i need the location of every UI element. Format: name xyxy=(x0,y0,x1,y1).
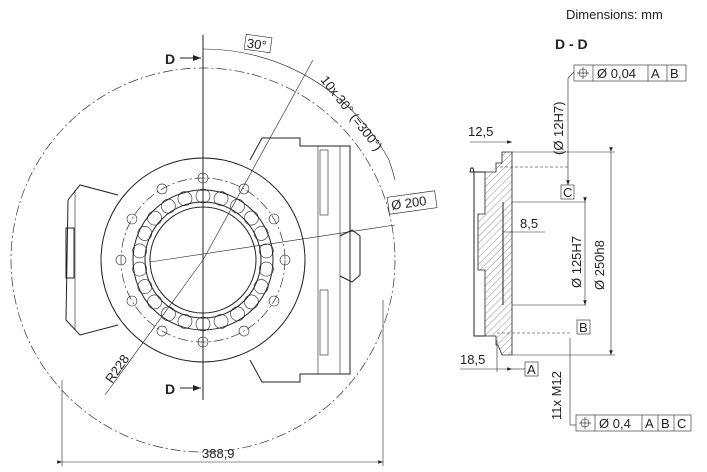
radius-leader xyxy=(104,259,204,396)
front-view: D D 30° 10x 30° (=300°) Ø 200 R228 388,9 xyxy=(10,33,438,466)
section-view: Dimensions: mm D - D Ø 250h8 Ø 125H7 12,… xyxy=(460,7,692,432)
center-bore xyxy=(149,206,257,314)
pin-diameter-label: (Ø 12H7) xyxy=(551,102,566,155)
bearing-ball xyxy=(132,243,147,259)
position-icon xyxy=(579,417,591,429)
bearing-ball xyxy=(253,279,269,294)
angle-pattern-label: 10x 30° (=300°) xyxy=(318,73,386,154)
svg-text:A: A xyxy=(651,66,660,81)
bearing-ball xyxy=(161,198,176,214)
bearing-ball xyxy=(177,191,193,206)
width-label: 388,9 xyxy=(202,446,235,461)
svg-text:A: A xyxy=(645,416,654,431)
svg-text:Ø 0,4: Ø 0,4 xyxy=(599,416,631,431)
section-hatch xyxy=(477,151,513,356)
svg-text:Ø 0,04: Ø 0,04 xyxy=(597,66,636,81)
bearing-ball xyxy=(230,198,245,214)
housing xyxy=(249,137,351,383)
bolt-hole xyxy=(115,254,127,266)
bearing-ball xyxy=(137,226,153,241)
bolt-hole xyxy=(126,213,138,225)
bolt-hole xyxy=(156,325,168,337)
bearing-ball xyxy=(147,294,162,310)
bearing-ball xyxy=(195,316,211,332)
bolt-hole xyxy=(126,295,138,307)
flange-outer xyxy=(100,157,306,363)
svg-text:B: B xyxy=(661,416,670,431)
bolt-hole xyxy=(156,183,168,195)
outer-diameter-label: Ø 250h8 xyxy=(592,240,607,290)
datum-b: B xyxy=(579,320,588,335)
bolt-circle-label: Ø 200 xyxy=(390,193,427,213)
section-marker-bottom: D xyxy=(165,381,175,397)
bearing-ball xyxy=(230,306,245,322)
radius-label: R228 xyxy=(102,352,132,386)
bolt-hole xyxy=(197,336,209,348)
feature-control-frame-top: Ø 0,04 A B xyxy=(573,64,687,82)
section-title: D - D xyxy=(555,36,588,52)
bearing-ball xyxy=(213,314,229,329)
section-marker-top: D xyxy=(165,51,175,67)
svg-text:B: B xyxy=(670,66,679,81)
bearing-ball xyxy=(213,191,229,206)
bolt-hole xyxy=(268,295,280,307)
left-housing xyxy=(65,184,119,336)
bearing-ball xyxy=(259,261,274,277)
bolt-hole xyxy=(279,254,291,266)
datum-c: C xyxy=(563,185,572,200)
svg-text:C: C xyxy=(677,416,686,431)
bearing-ball xyxy=(244,210,259,226)
bolt-hole xyxy=(238,325,250,337)
bearing-ball xyxy=(253,226,269,241)
bearing-ball xyxy=(259,243,274,259)
angle-leader xyxy=(202,59,314,261)
bolt-hole xyxy=(197,172,209,184)
bearing-ball xyxy=(244,294,259,310)
recess-depth-label: 8,5 xyxy=(520,216,538,231)
bearing-ball xyxy=(161,306,176,322)
feature-control-frame-bottom: Ø 0,4 A B C xyxy=(575,414,692,432)
bearing-ball xyxy=(132,261,147,277)
units-label: Dimensions: mm xyxy=(566,7,663,22)
angle-arc xyxy=(202,48,390,161)
offset-label: 18,5 xyxy=(460,352,485,367)
bearing-ball xyxy=(147,210,162,226)
position-icon xyxy=(577,67,589,79)
bearing-ball xyxy=(137,279,153,294)
angle-box-label: 30° xyxy=(246,36,268,54)
bore-diameter-label: Ø 125H7 xyxy=(569,236,584,288)
bolt-hole xyxy=(238,183,250,195)
thread-label: 11x M12 xyxy=(549,371,564,420)
bolt-circle-leader xyxy=(149,224,396,263)
bolt-hole xyxy=(268,213,280,225)
datum-a: A xyxy=(527,362,536,377)
bearing-ball xyxy=(177,314,193,329)
bearing-ball xyxy=(195,188,211,204)
flange-thickness-label: 12,5 xyxy=(468,124,493,139)
